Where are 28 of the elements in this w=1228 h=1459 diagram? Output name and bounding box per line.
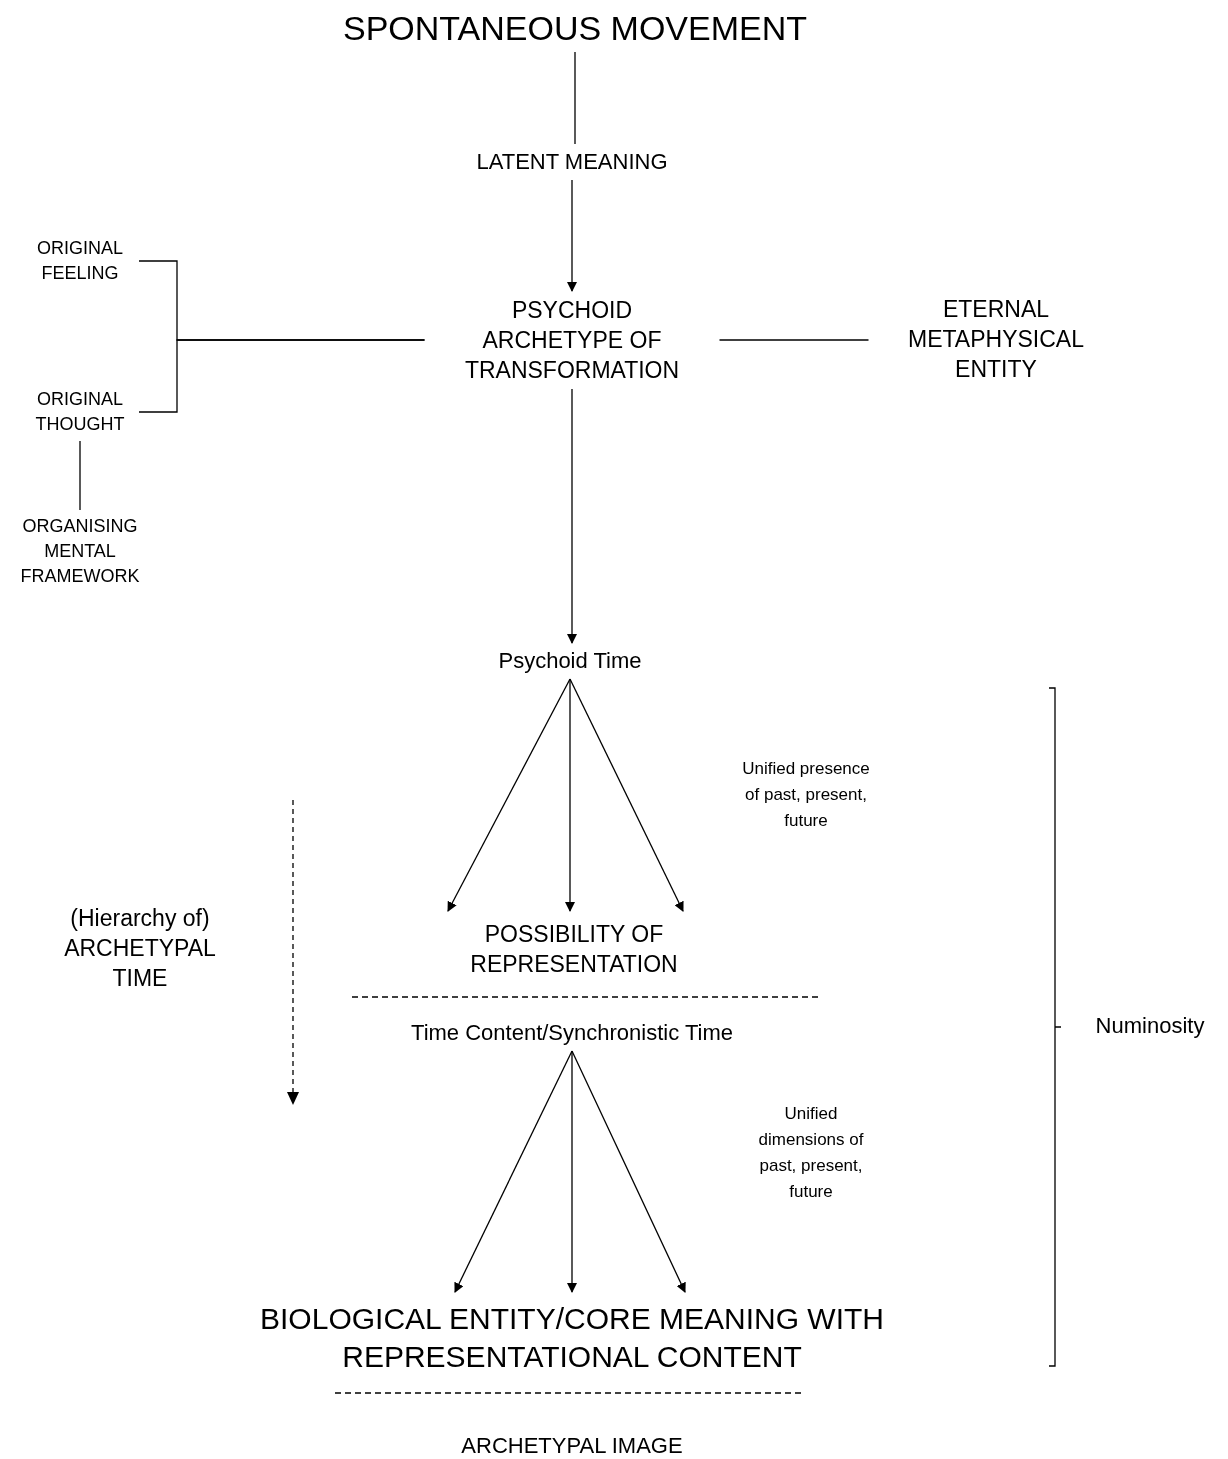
arrow	[454, 1050, 573, 1293]
annotation-text: (Hierarchy of) ARCHETYPAL TIME	[63, 904, 217, 993]
annotation-text: Unified presence of past, present, future	[741, 758, 871, 832]
annotation-text: Numinosity	[1094, 1012, 1206, 1040]
node-label: POSSIBILITY OF REPRESENTATION	[444, 919, 704, 979]
node-label: Psychoid Time	[460, 647, 680, 675]
node-label: BIOLOGICAL ENTITY/CORE MEANING WITH REPRESENTATIONAL CONTENT	[222, 1300, 922, 1376]
connector-line	[718, 339, 870, 341]
arrow	[447, 678, 571, 912]
arrow	[571, 1050, 686, 1293]
node-label: LATENT MEANING	[422, 148, 722, 176]
arrow	[565, 678, 575, 912]
arrow	[567, 179, 577, 292]
node-label: ETERNAL METAPHYSICAL ENTITY	[888, 294, 1104, 384]
node-label: SPONTANEOUS MOVEMENT	[265, 8, 885, 48]
node-label: ARCHETYPAL IMAGE	[422, 1432, 722, 1459]
arrow	[567, 1050, 577, 1293]
node-label: PSYCHOID ARCHETYPE OF TRANSFORMATION	[444, 295, 700, 385]
connector-line	[574, 51, 576, 145]
connector-line	[138, 339, 426, 413]
node-label: ORIGINAL FEELING	[25, 236, 135, 286]
annotation-text: Unified dimensions of past, present, future	[757, 1103, 865, 1203]
arrow	[567, 388, 577, 644]
node-label: Time Content/Synchronistic Time	[362, 1019, 782, 1047]
connector-line	[79, 440, 81, 511]
node-label: ORGANISING MENTAL FRAMEWORK	[5, 514, 155, 589]
arrow	[569, 678, 684, 912]
node-label: ORIGINAL THOUGHT	[25, 387, 135, 437]
